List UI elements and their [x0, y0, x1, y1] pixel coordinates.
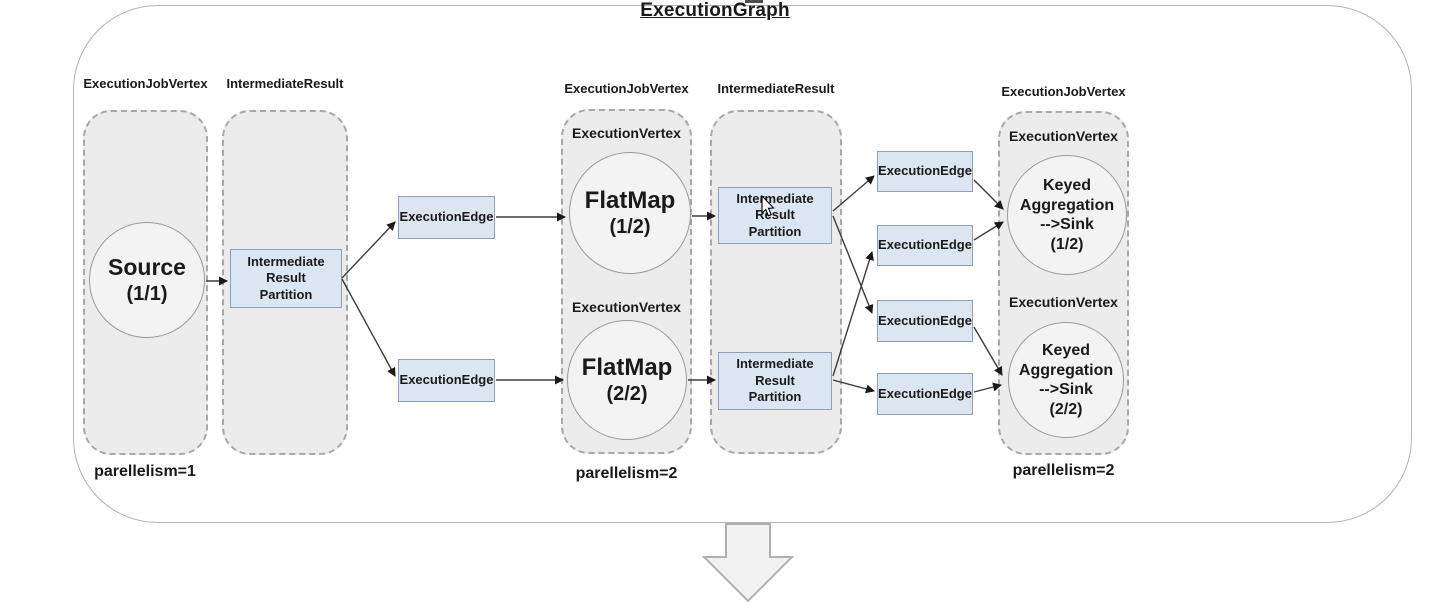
execution-vertex-label-4: ExecutionVertex — [1009, 294, 1118, 310]
node-keyed-1-line3: -->Sink — [1040, 216, 1094, 233]
node-keyed-2-line2: Aggregation — [1018, 361, 1114, 379]
group-label-intermediate-result-2: IntermediateResult — [717, 81, 835, 96]
partition-box-3-line1: Intermediate — [736, 356, 814, 372]
node-source-name: Source — [108, 253, 186, 280]
node-keyed-aggregation-sink-1: Keyed Aggregation -->Sink (1/2) — [1007, 155, 1127, 275]
node-keyed-2-index: (2/2) — [1049, 400, 1083, 418]
edge-box-6-label: ExecutionEdge — [878, 385, 972, 401]
node-flatmap-2: FlatMap (2/2) — [567, 320, 687, 440]
edge-box-2-label: ExecutionEdge — [399, 372, 494, 388]
edge-box-1: ExecutionEdge — [398, 196, 495, 239]
partition-box-1-line3: Partition — [259, 286, 313, 302]
node-source: Source (1/1) — [89, 222, 205, 338]
node-keyed-aggregation-sink-2: Keyed Aggregation -->Sink (2/2) — [1008, 322, 1124, 438]
execution-vertex-label-2: ExecutionVertex — [572, 299, 681, 315]
edge-box-5: ExecutionEdge — [877, 300, 973, 342]
partition-box-1-line2: Result — [266, 270, 306, 286]
node-keyed-1-index: (1/2) — [1050, 235, 1084, 253]
partition-box-2: Intermediate Result Partition — [718, 187, 832, 244]
partition-box-1: Intermediate Result Partition — [230, 249, 342, 308]
group-label-execution-job-vertex-2: ExecutionJobVertex — [564, 81, 689, 96]
partition-box-2-line3: Partition — [748, 223, 802, 239]
partition-box-2-line2: Result — [755, 207, 795, 223]
parallelism-label-2: parellelism=2 — [575, 465, 678, 482]
node-flatmap-1-name: FlatMap — [584, 186, 676, 214]
group-label-intermediate-result-1: IntermediateResult — [226, 76, 344, 91]
edge-box-4: ExecutionEdge — [877, 225, 973, 266]
big-down-arrow — [701, 523, 795, 603]
partition-box-3-line2: Result — [755, 372, 795, 388]
parallelism-label-1: parellelism=1 — [94, 463, 196, 480]
node-keyed-1-line2: Aggregation — [1019, 196, 1115, 214]
execution-vertex-label-1: ExecutionVertex — [572, 125, 681, 141]
diagram-title: ExecutionGraph — [640, 0, 790, 21]
execution-vertex-label-3: ExecutionVertex — [1009, 128, 1118, 144]
group-label-execution-job-vertex-3: ExecutionJobVertex — [1001, 84, 1126, 99]
edge-box-6: ExecutionEdge — [877, 373, 973, 415]
edge-box-1-label: ExecutionEdge — [399, 209, 494, 225]
group-label-execution-job-vertex-1: ExecutionJobVertex — [83, 76, 208, 91]
parallelism-label-3: parellelism=2 — [1012, 462, 1115, 479]
edge-box-2: ExecutionEdge — [398, 359, 495, 402]
node-keyed-2-line1: Keyed — [1041, 342, 1091, 359]
edge-box-3-label: ExecutionEdge — [878, 163, 972, 179]
node-flatmap-2-name: FlatMap — [581, 353, 673, 381]
edge-box-5-label: ExecutionEdge — [878, 312, 972, 328]
node-flatmap-2-index: (2/2) — [606, 382, 648, 405]
partition-box-2-line1: Intermediate — [736, 190, 814, 206]
node-keyed-1-line1: Keyed — [1042, 177, 1092, 194]
node-source-index: (1/1) — [126, 282, 168, 305]
partition-box-1-line1: Intermediate — [247, 253, 325, 269]
partition-box-3: Intermediate Result Partition — [718, 352, 832, 410]
node-flatmap-1-index: (1/2) — [609, 215, 651, 238]
node-keyed-2-line3: -->Sink — [1039, 381, 1093, 398]
partition-box-3-line3: Partition — [748, 389, 802, 405]
edge-box-4-label: ExecutionEdge — [878, 237, 972, 253]
edge-box-3: ExecutionEdge — [877, 151, 973, 192]
node-flatmap-1: FlatMap (1/2) — [569, 152, 691, 274]
